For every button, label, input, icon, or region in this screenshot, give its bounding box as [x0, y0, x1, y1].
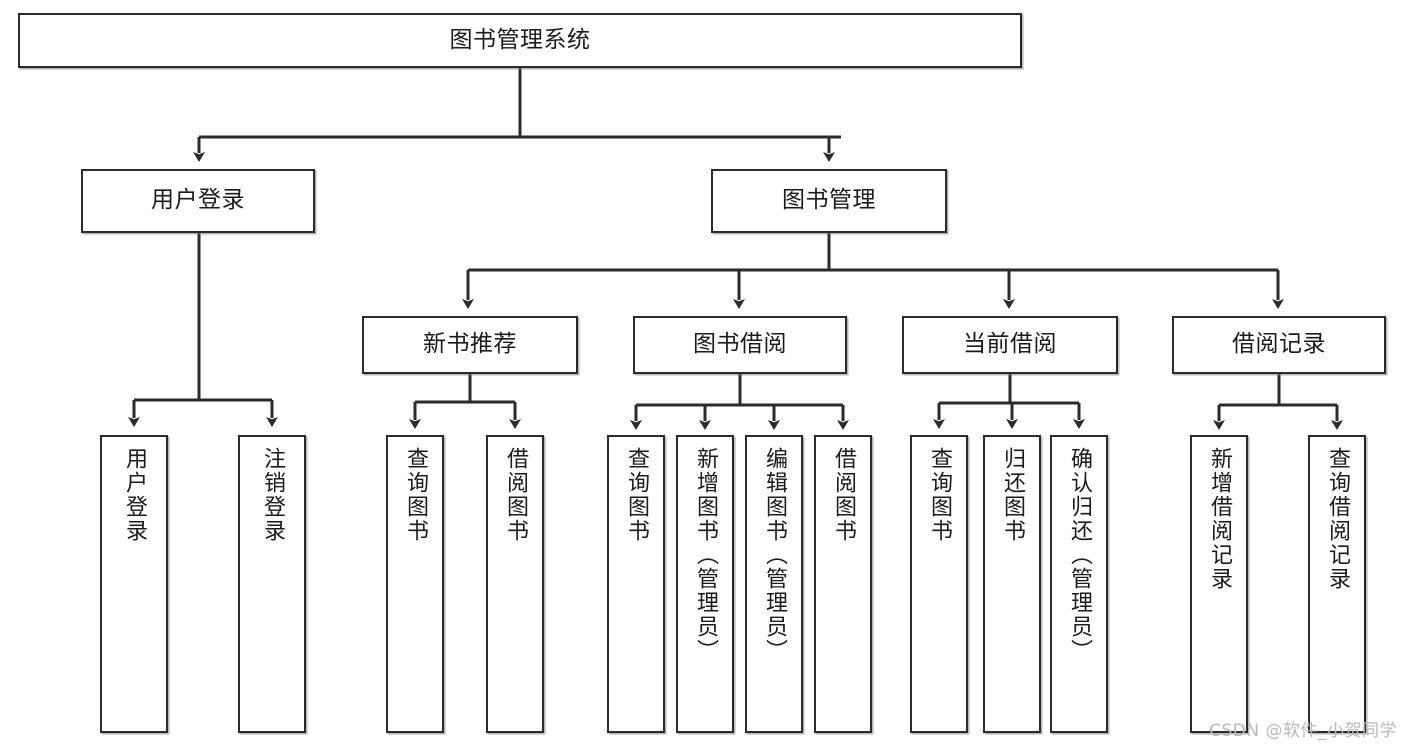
node-leaf-query-record-label: 查询借阅记录: [1325, 447, 1350, 591]
node-root[interactable]: 图书管理系统: [18, 13, 1022, 68]
node-new-book-rec-label: 新书推荐: [423, 331, 517, 358]
node-leaf-return-book[interactable]: 归还图书: [983, 435, 1041, 733]
node-leaf-query-book-2[interactable]: 查询图书: [607, 435, 665, 733]
node-leaf-edit-book[interactable]: 编辑图书（管理员）: [745, 435, 803, 733]
node-leaf-borrow-book-1-label: 借阅图书: [503, 447, 528, 543]
node-leaf-return-book-label: 归还图书: [1000, 447, 1025, 543]
node-current-borrow-label: 当前借阅: [963, 331, 1057, 358]
node-leaf-borrow-book-2-label: 借阅图书: [831, 447, 856, 543]
node-leaf-confirm-return[interactable]: 确认归还（管理员）: [1050, 435, 1108, 733]
node-leaf-edit-book-label: 编辑图书（管理员）: [762, 447, 787, 663]
node-leaf-borrow-book-2[interactable]: 借阅图书: [814, 435, 872, 733]
node-leaf-add-record[interactable]: 新增借阅记录: [1190, 435, 1248, 733]
node-book-manage-label: 图书管理: [782, 187, 876, 214]
node-book-borrow-label: 图书借阅: [693, 331, 787, 358]
node-leaf-user-logout[interactable]: 注销登录: [238, 435, 306, 733]
node-leaf-user-logout-label: 注销登录: [260, 447, 285, 543]
node-leaf-confirm-return-label: 确认归还（管理员）: [1067, 447, 1092, 663]
node-leaf-add-record-label: 新增借阅记录: [1207, 447, 1232, 591]
node-leaf-add-book[interactable]: 新增图书（管理员）: [676, 435, 734, 733]
node-root-label: 图书管理系统: [449, 26, 591, 53]
node-leaf-query-record[interactable]: 查询借阅记录: [1308, 435, 1366, 733]
node-leaf-add-book-label: 新增图书（管理员）: [693, 447, 718, 663]
node-leaf-user-login-label: 用户登录: [122, 447, 147, 543]
node-leaf-query-book-1-label: 查询图书: [403, 447, 428, 543]
node-leaf-user-login[interactable]: 用户登录: [100, 435, 168, 733]
node-book-borrow[interactable]: 图书借阅: [633, 316, 847, 374]
node-current-borrow[interactable]: 当前借阅: [902, 316, 1118, 374]
node-leaf-query-book-3-label: 查询图书: [927, 447, 952, 543]
node-borrow-record[interactable]: 借阅记录: [1172, 316, 1386, 374]
node-leaf-borrow-book-1[interactable]: 借阅图书: [486, 435, 544, 733]
node-borrow-record-label: 借阅记录: [1232, 331, 1326, 358]
node-leaf-query-book-2-label: 查询图书: [624, 447, 649, 543]
node-book-manage[interactable]: 图书管理: [711, 169, 947, 233]
node-leaf-query-book-1[interactable]: 查询图书: [386, 435, 444, 733]
watermark-text: CSDN @软件_小贺同学: [1209, 721, 1397, 741]
node-user-login[interactable]: 用户登录: [81, 169, 315, 233]
node-new-book-rec[interactable]: 新书推荐: [362, 316, 578, 374]
node-leaf-query-book-3[interactable]: 查询图书: [910, 435, 968, 733]
node-user-login-label: 用户登录: [151, 187, 245, 214]
